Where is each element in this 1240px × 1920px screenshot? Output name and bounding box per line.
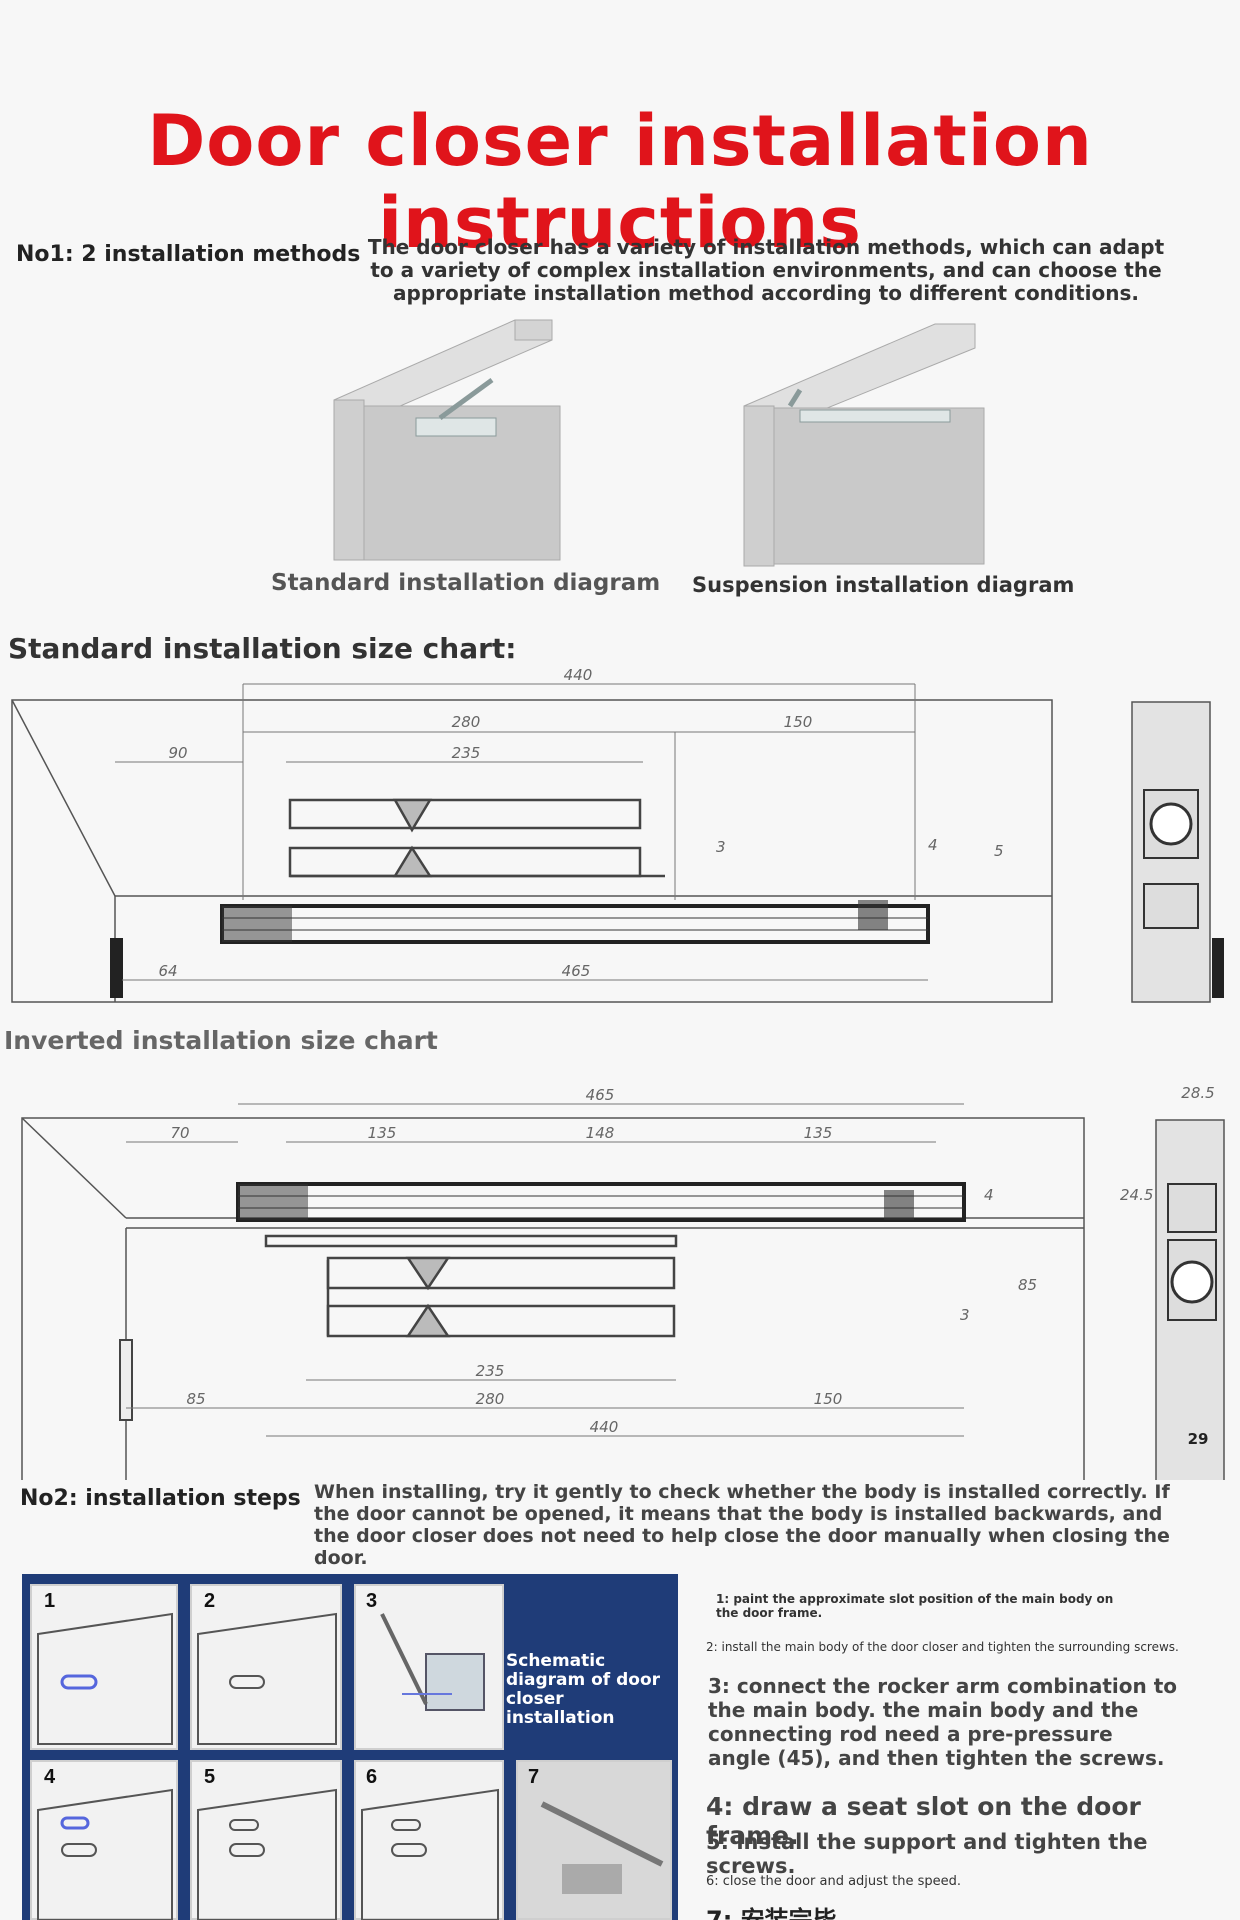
- inverted-side-section: 29: [1155, 1119, 1225, 1480]
- dim-5: 5: [994, 842, 1004, 860]
- section1-heading: No1: 2 installation methods: [16, 242, 361, 267]
- dim-280-inv: 280: [476, 1390, 505, 1408]
- step-panel-6: [354, 1760, 504, 1920]
- panel-number-4: 4: [44, 1766, 56, 1788]
- arm-bracket: [288, 798, 665, 878]
- dim-235-inv: 235: [476, 1362, 505, 1380]
- steps-diagram: 1 2 3 4 5 6 7: [22, 1574, 678, 1920]
- dim-3: 3: [716, 838, 726, 856]
- inverted-size-drawing: 465 70 135 148 135 28.5 24.5 4 3 85 235 …: [21, 1084, 1225, 1480]
- inverted-arm-bracket: [264, 1234, 678, 1338]
- caption-standard-installation: Standard installation diagram: [271, 570, 661, 596]
- panel-number-7: 7: [528, 1766, 540, 1788]
- dim-148: 148: [586, 1124, 615, 1142]
- standard-size-drawing: 440 280 150 90 235 3 4 5 64 465: [11, 666, 1224, 1003]
- dim-235: 235: [452, 744, 481, 762]
- dim-64: 64: [158, 962, 177, 980]
- panel-number-6: 6: [366, 1766, 378, 1788]
- step-3-text: 3: connect the rocker arm combination to…: [708, 1674, 1177, 1770]
- step-4-text: 4: draw a seat slot on the door frame.: [706, 1792, 1141, 1850]
- dim-440: 440: [564, 666, 593, 684]
- step-5-text: 5: install the support and tighten the s…: [706, 1830, 1148, 1878]
- step-sketches: [37, 1612, 664, 1920]
- dim-85-vertical: 85: [1018, 1276, 1037, 1294]
- step-6-text: 6: close the door and adjust the speed.: [706, 1874, 962, 1889]
- section1-description: The door closer has a variety of install…: [367, 235, 1165, 305]
- dim-465: 465: [562, 962, 591, 980]
- section2-description: When installing, try it gently to check …: [314, 1481, 1170, 1569]
- dim-70: 70: [170, 1124, 189, 1142]
- page-title: Door closer installation instructions: [147, 100, 1093, 264]
- inverted-closer-body: [236, 1182, 966, 1222]
- dim-150: 150: [784, 713, 813, 731]
- dim-150-inv: 150: [814, 1390, 843, 1408]
- step-1-text: 1: paint the approximate slot position o…: [716, 1592, 1114, 1620]
- dim-465-inv: 465: [586, 1086, 615, 1104]
- dim-135-right: 135: [804, 1124, 833, 1142]
- suspension-install-illustration: [743, 323, 985, 567]
- dim-28-5: 28.5: [1181, 1084, 1214, 1102]
- standard-side-section: [1131, 701, 1224, 1003]
- section2-heading: No2: installation steps: [20, 1486, 301, 1511]
- step-panel-5: [190, 1760, 342, 1920]
- panel-number-3: 3: [366, 1590, 378, 1612]
- standard-install-illustration: [333, 319, 561, 561]
- closer-body: [220, 900, 930, 944]
- panel-number-5: 5: [204, 1766, 216, 1788]
- dim-4-inv: 4: [984, 1186, 994, 1204]
- caption-suspension-installation: Suspension installation diagram: [692, 573, 1075, 597]
- step-panel-4: [30, 1760, 178, 1920]
- standard-chart-heading: Standard installation size chart:: [8, 632, 517, 665]
- panel-number-1: 1: [44, 1590, 56, 1612]
- dim-29: 29: [1188, 1430, 1209, 1448]
- schematic-label: Schematic diagram of door closer install…: [506, 1651, 661, 1728]
- dim-440-inv: 440: [590, 1418, 619, 1436]
- step-panel-1: [30, 1584, 178, 1750]
- installation-method-illustrations: [333, 319, 985, 567]
- step-2-text: 2: install the main body of the door clo…: [706, 1640, 1179, 1654]
- step-7-text: 7: 安装完毕: [706, 1906, 837, 1920]
- panel-number-2: 2: [204, 1590, 216, 1612]
- dim-90: 90: [168, 744, 187, 762]
- dim-85: 85: [186, 1390, 205, 1408]
- dim-24-5: 24.5: [1120, 1186, 1153, 1204]
- dim-135-left: 135: [368, 1124, 397, 1142]
- step-panel-2: [190, 1584, 342, 1750]
- dim-3-inv: 3: [960, 1306, 970, 1324]
- dim-280: 280: [452, 713, 481, 731]
- inverted-chart-heading: Inverted installation size chart: [4, 1026, 438, 1055]
- dim-4: 4: [928, 836, 938, 854]
